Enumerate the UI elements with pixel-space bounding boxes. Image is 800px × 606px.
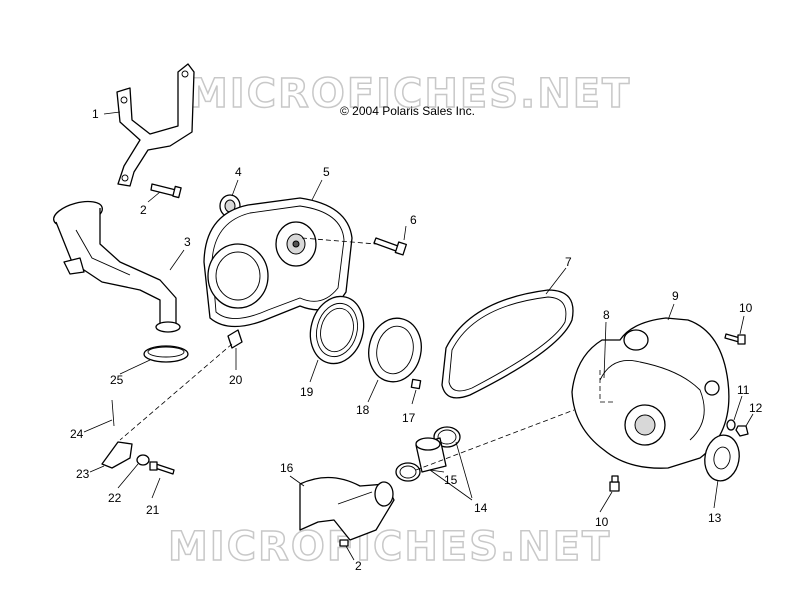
part-23-bracket: [101, 441, 133, 469]
callout-16: 16: [280, 461, 294, 475]
part-12-nut: [735, 425, 749, 437]
callout-4: 4: [235, 165, 242, 179]
callout-19: 19: [300, 385, 314, 399]
assembly-line-20: [119, 343, 233, 441]
callout-14: 14: [474, 501, 488, 515]
callout-18: 18: [356, 403, 370, 417]
callout-1: 1: [92, 107, 99, 121]
callout-15: 15: [444, 473, 458, 487]
part-7-drive-belt: [441, 289, 574, 399]
part-13-disc: [704, 434, 740, 482]
part-11-washer: [726, 419, 736, 431]
part-10-bolt-lower: [609, 475, 620, 492]
part-16-outlet-elbow: [299, 476, 395, 541]
callout-17: 17: [402, 411, 416, 425]
part-18-gasket: [368, 317, 422, 383]
callout-9: 9: [672, 289, 679, 303]
callout-13: 13: [708, 511, 722, 525]
callout-11: 11: [737, 383, 750, 397]
callout-10-lower: 10: [595, 515, 609, 529]
part-20-clip: [227, 329, 243, 349]
copyright-notice: © 2004 Polaris Sales Inc.: [340, 104, 475, 118]
callout-2-upper: 2: [140, 203, 147, 217]
part-25-hose-clamp: [143, 345, 189, 363]
callout-24: 24: [70, 427, 84, 441]
part-3-intake-duct: [53, 200, 181, 333]
callout-21: 21: [146, 503, 160, 517]
part-17-bolt: [410, 378, 422, 390]
part-24-rod: [111, 399, 115, 427]
part-22-washer: [136, 454, 150, 466]
callout-7: 7: [565, 255, 572, 269]
callout-3: 3: [184, 235, 191, 249]
callout-5: 5: [323, 165, 330, 179]
callout-23: 23: [76, 467, 90, 481]
callout-8: 8: [603, 308, 610, 322]
watermark-bottom: MICROFICHES.NET: [168, 524, 611, 570]
callout-6: 6: [410, 213, 417, 227]
callout-25: 25: [110, 373, 124, 387]
part-9-outer-cover: [571, 317, 730, 469]
part-2-bolt-upper: [150, 183, 182, 199]
part-5-inner-cover: [203, 197, 353, 328]
leader-lines: [83, 111, 754, 561]
callout-12: 12: [749, 401, 763, 415]
callout-labels: 1 2 3 4 5 6 7 8 9 10 11 12 13 14 15 16 1…: [70, 107, 763, 573]
part-1-bracket: [116, 63, 195, 187]
part-19-seal: [309, 295, 365, 365]
part-6-bolt: [373, 237, 407, 256]
callout-10-upper: 10: [739, 301, 753, 315]
callout-2-lower: 2: [355, 559, 362, 573]
callout-22: 22: [108, 491, 122, 505]
watermark-top: MICROFICHES.NET: [188, 71, 631, 117]
assembly-line-6: [301, 237, 377, 245]
callout-20: 20: [229, 373, 243, 387]
part-21-bolt: [149, 461, 175, 475]
part-10-bolt-upper: [724, 333, 746, 345]
assembly-line-14: [415, 409, 575, 471]
part-15-boot: [415, 437, 447, 473]
part-2-bolt-lower: [339, 539, 349, 547]
